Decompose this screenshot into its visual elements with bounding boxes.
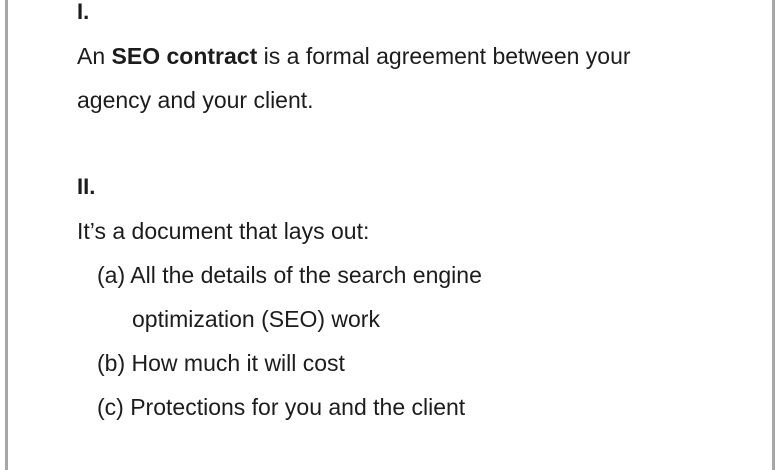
list-item-b: (b) How much it will cost	[97, 341, 345, 385]
section-heading-2: II.	[77, 174, 96, 199]
list-marker: (c)	[97, 394, 124, 420]
list-item-a: (a) All the details of the search engine	[97, 253, 482, 297]
section-heading-1: I.	[77, 0, 90, 24]
page-border-right	[772, 0, 775, 470]
bold-term: SEO contract	[111, 43, 258, 69]
section-1-paragraph-line-1: An SEO contract is a formal agreement be…	[77, 34, 737, 78]
section-2-intro: It’s a document that lays out:	[77, 218, 370, 244]
list-item-a-continuation: optimization (SEO) work	[132, 306, 380, 332]
list-marker: (a)	[97, 262, 126, 288]
list-marker: (b)	[97, 350, 126, 376]
list-item-c: (c) Protections for you and the client	[97, 385, 465, 429]
text-run: An	[77, 43, 112, 69]
list-item-text: All the details of the search engine	[130, 262, 482, 288]
page-border-left	[5, 0, 8, 470]
section-1-paragraph-line-2: agency and your client.	[77, 87, 314, 113]
list-item-text: How much it will cost	[131, 350, 345, 376]
text-run: is a formal agreement between your	[257, 43, 631, 69]
list-item-text: Protections for you and the client	[130, 394, 466, 420]
